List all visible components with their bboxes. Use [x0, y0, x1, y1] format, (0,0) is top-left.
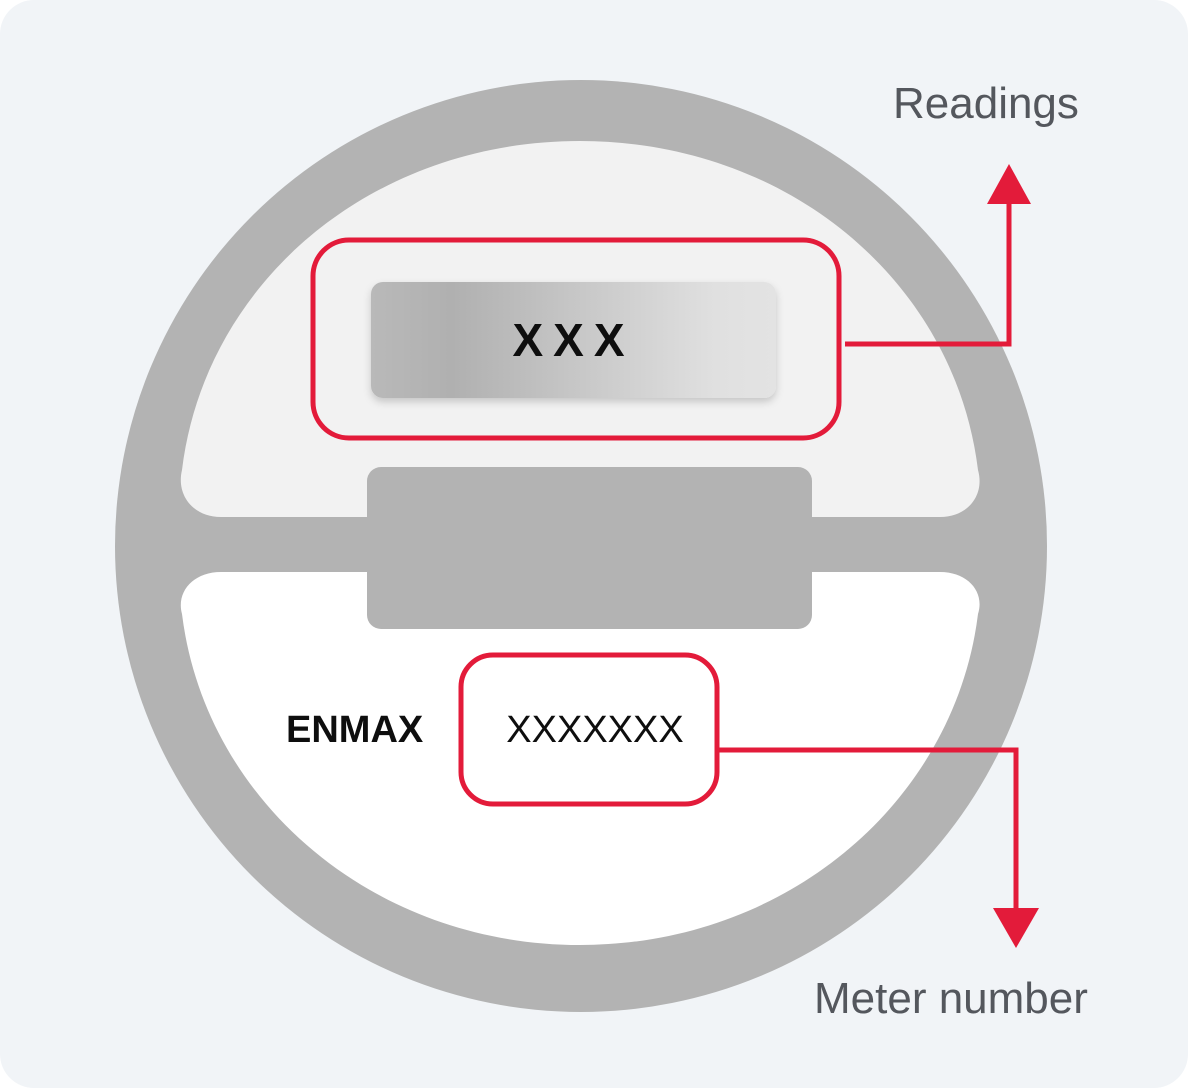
meter-number-label: Meter number — [814, 974, 1088, 1023]
readings-label: Readings — [893, 79, 1079, 128]
meter-lower-face — [180, 572, 980, 945]
meter-number-highlight-box — [458, 652, 720, 807]
readings-highlight-box — [310, 237, 842, 441]
readings-arrow-icon — [987, 164, 1031, 204]
reading-display — [371, 282, 776, 398]
reading-value: XXX — [512, 314, 635, 366]
readings-leader-line — [845, 200, 1012, 347]
meter-brand: ENMAX — [286, 709, 424, 751]
meter-number-leader-line — [719, 747, 1019, 912]
meter-serial-value: XXXXXXX — [506, 709, 684, 751]
meter-center-block — [367, 467, 812, 629]
meter-number-arrow-icon — [993, 908, 1039, 948]
